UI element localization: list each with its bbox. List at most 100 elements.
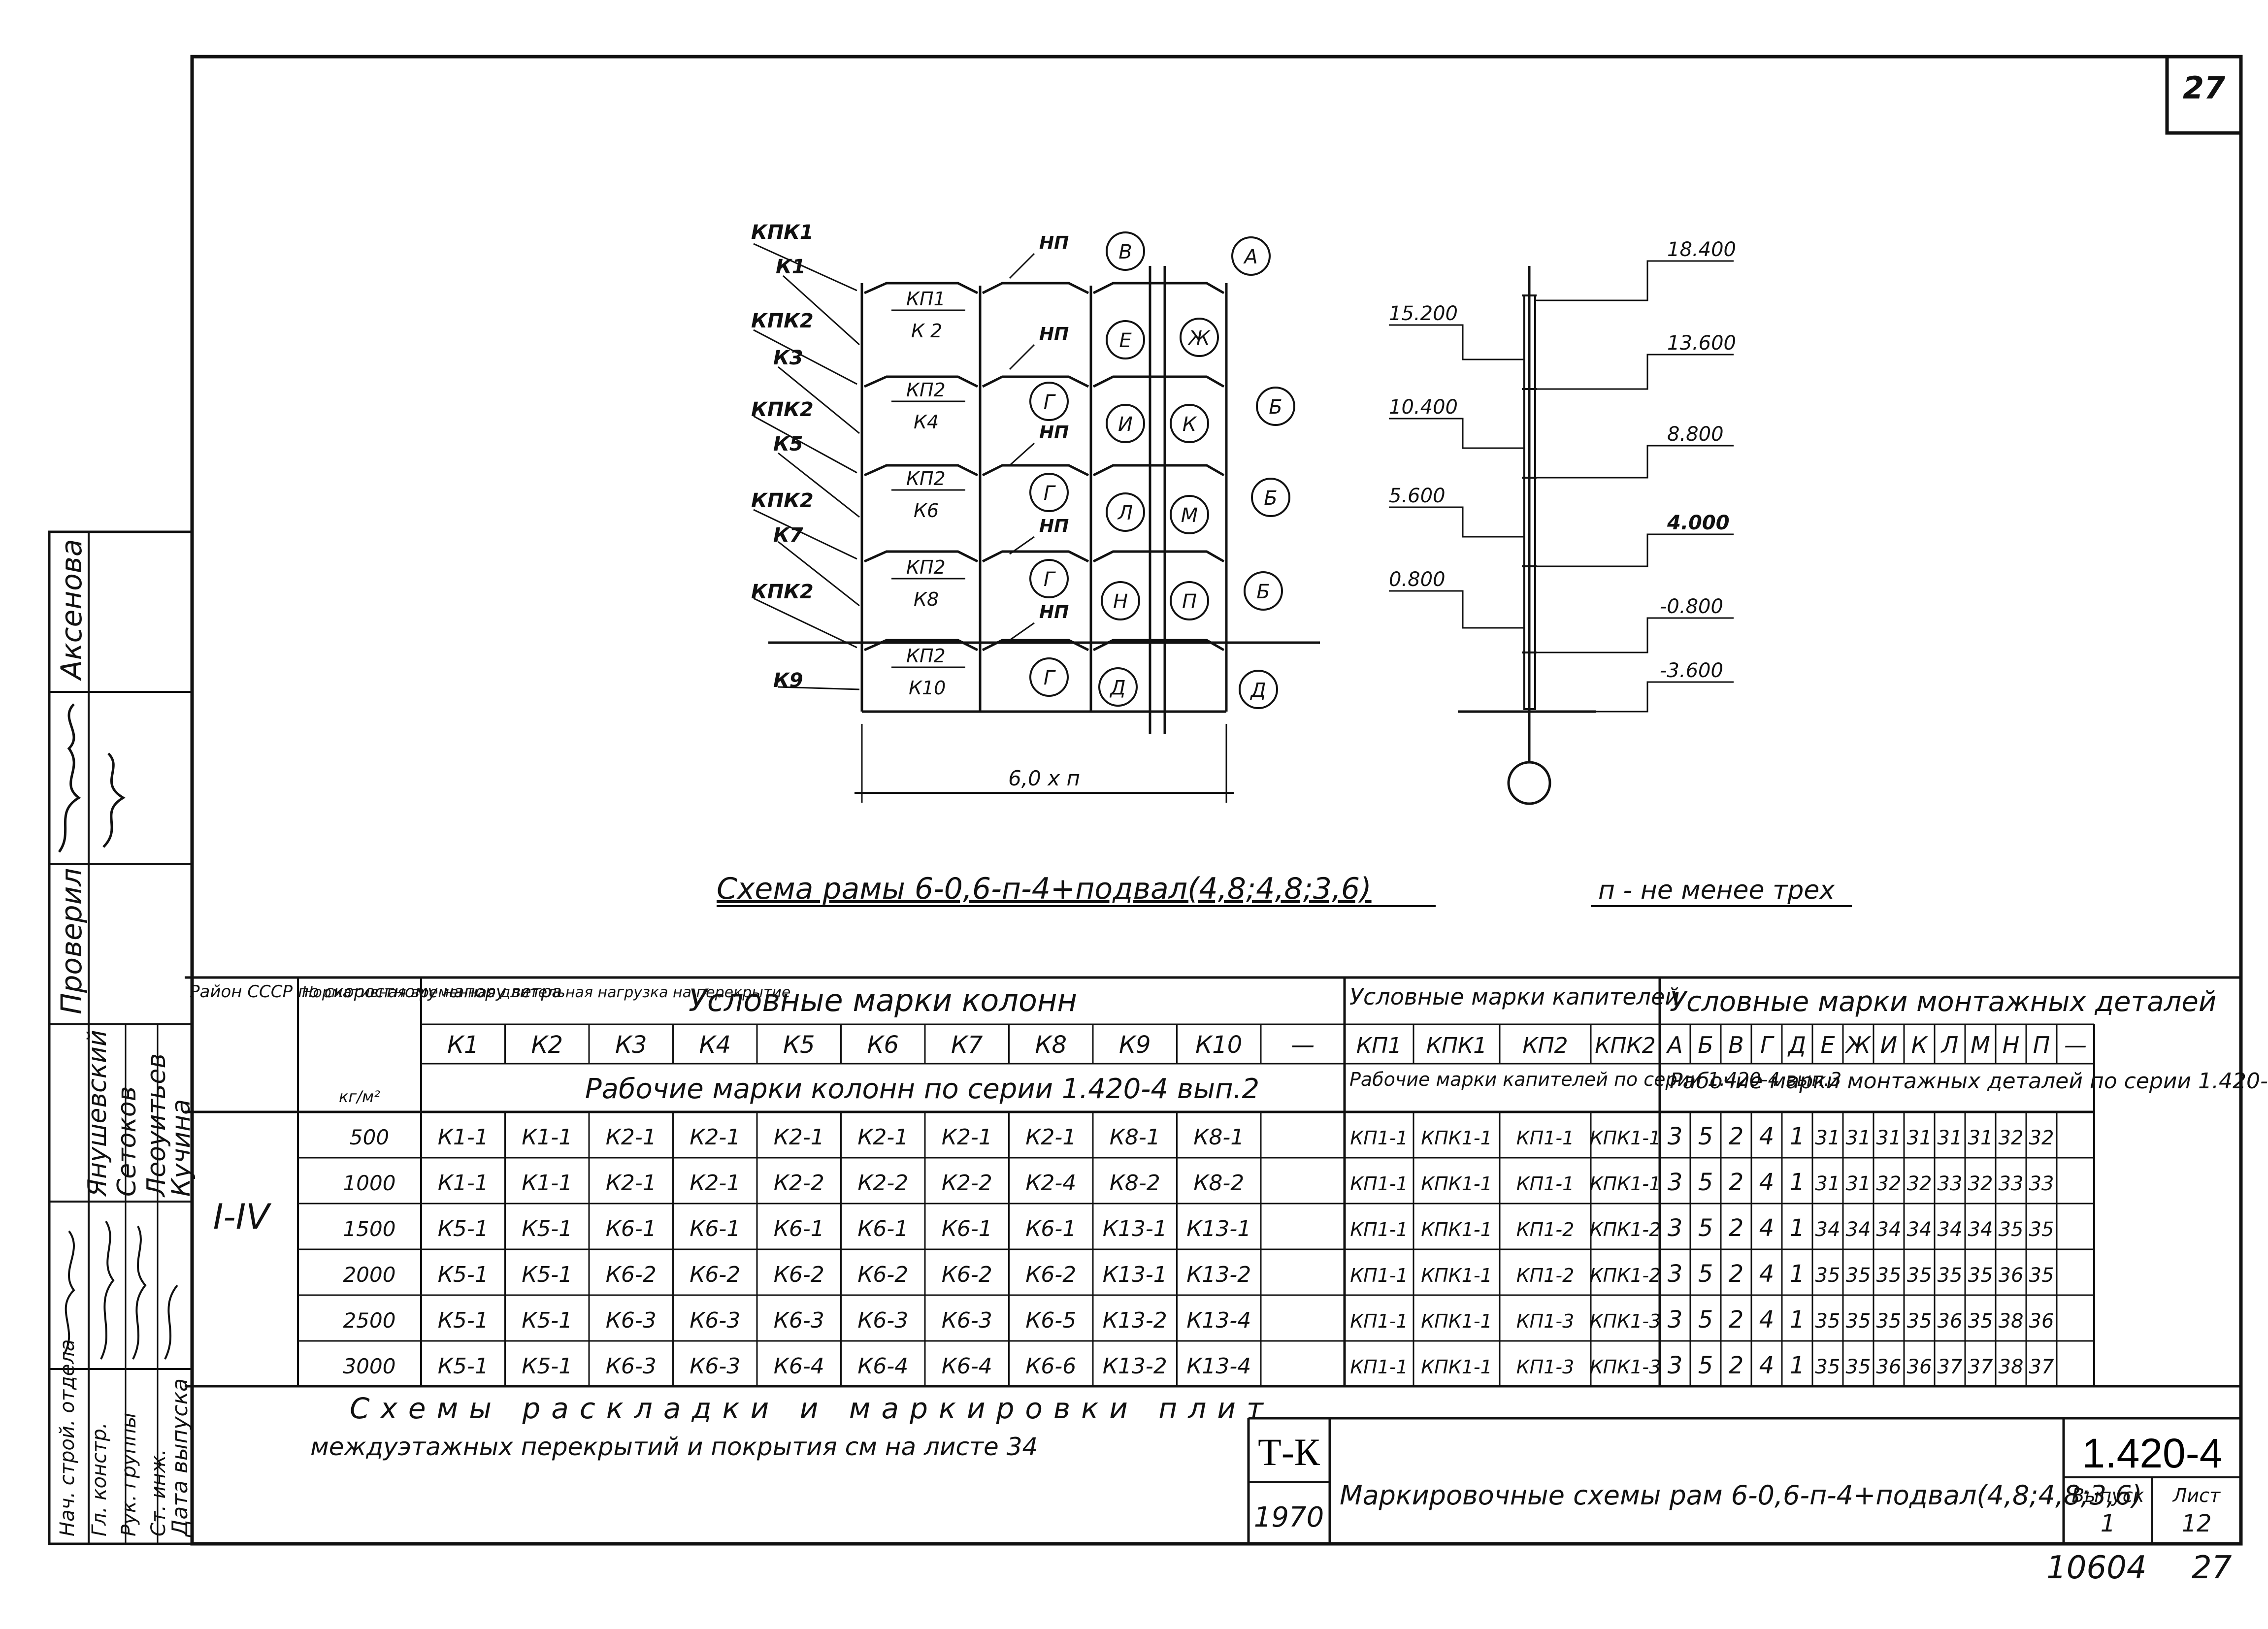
column-mark: К6-3 [942, 1308, 992, 1333]
column-mark: К6-5 [1025, 1308, 1076, 1333]
detail-mark: 5 [1698, 1260, 1713, 1288]
detail-mark: 5 [1698, 1123, 1713, 1150]
cell-k-3: К6 [914, 500, 939, 521]
circle-mark-3: Е [1119, 329, 1132, 352]
capital-mark: КПК1-1 [1421, 1265, 1492, 1286]
column-mark: К1-1 [522, 1125, 572, 1150]
circle-mark-6: Г [1044, 391, 1056, 414]
header-region: Район СССР по скоростному напору ветра [190, 982, 562, 1002]
elev-right-5: -0.800 [1660, 595, 1723, 618]
column-mark: К6-3 [774, 1308, 824, 1333]
detail-mark: 31 [1876, 1127, 1902, 1149]
detail-mark: 34 [1968, 1218, 1993, 1241]
column-code: К8 [1035, 1031, 1067, 1059]
capital-mark: КП1-3 [1516, 1310, 1575, 1332]
column-mark: К6-3 [606, 1308, 657, 1333]
circle-mark-9: Г [1044, 482, 1056, 505]
capital-mark: КПК1-1 [1421, 1173, 1492, 1195]
detail-code: — [2064, 1032, 2087, 1058]
column-mark: К5-1 [522, 1354, 572, 1379]
stamp-role-1: Нач. строй. отдела [56, 1339, 79, 1536]
footnote-line-2: междуэтажных перекрытий и покрытия см на… [310, 1433, 1038, 1461]
load-value: 1500 [343, 1217, 396, 1241]
archive-page: 27 [2192, 1550, 2232, 1586]
detail-mark: 32 [2029, 1127, 2054, 1149]
detail-code: А [1666, 1032, 1682, 1058]
detail-mark: 1 [1790, 1352, 1805, 1379]
elev-right-3: 8.800 [1667, 423, 1724, 446]
column-mark: К6-2 [774, 1262, 824, 1287]
detail-mark: 32 [1876, 1173, 1902, 1195]
detail-mark: 3 [1668, 1306, 1683, 1334]
circle-mark-13: Г [1044, 568, 1056, 591]
detail-mark: 35 [1846, 1310, 1871, 1333]
stamp-role-4: Ст. инж. [147, 1449, 170, 1536]
capital-mark: КП1-1 [1350, 1356, 1408, 1378]
detail-mark: 2 [1729, 1169, 1744, 1196]
column-mark: К6-4 [857, 1354, 908, 1379]
circle-mark-14: Н [1113, 590, 1128, 613]
detail-mark: 36 [1907, 1356, 1932, 1378]
circle-mark-1: В [1118, 241, 1132, 263]
np-label-3: НП [1039, 423, 1069, 443]
column-code: К10 [1195, 1031, 1242, 1059]
elev-left-1: 15.200 [1389, 302, 1458, 325]
detail-mark: 35 [1968, 1310, 1993, 1333]
detail-mark: 31 [1846, 1173, 1871, 1195]
detail-mark: 34 [1876, 1218, 1902, 1241]
column-mark: К2-4 [1025, 1171, 1076, 1196]
column-elevation: 15.200 10.400 5.600 0.800 18.400 13.600 … [1389, 238, 1736, 805]
left-label-6: К5 [773, 433, 803, 456]
sheet-number-box [2165, 55, 2243, 135]
detail-mark: 33 [1938, 1173, 1963, 1195]
detail-mark: 37 [1938, 1356, 1963, 1378]
detail-mark: 32 [1907, 1173, 1932, 1195]
elev-right-4: 4.000 [1667, 512, 1730, 534]
column-mark: К2-1 [690, 1125, 740, 1150]
circle-mark-15: П [1182, 590, 1197, 613]
circle-mark-2: А [1243, 246, 1257, 268]
left-label-2: К1 [776, 256, 806, 278]
column-mark: К6-2 [690, 1262, 740, 1287]
circle-mark-19: Д [1249, 679, 1266, 702]
column-mark: К1-1 [522, 1171, 572, 1196]
capital-code: КП2 [1522, 1033, 1568, 1058]
column-code: К4 [699, 1031, 731, 1059]
column-mark: К13-1 [1186, 1216, 1251, 1241]
scheme-caption: Схема рамы 6-0,6-п-4+подвал(4,8;4,8;3,6) [717, 872, 1372, 906]
column-code: К7 [951, 1031, 983, 1059]
circle-mark-18: Д [1109, 677, 1125, 699]
stamp-sign-checked: Аксенова [55, 539, 88, 682]
left-label-1: КПК1 [751, 221, 814, 244]
circle-mark-16: Б [1256, 581, 1270, 603]
stamp-name-2: Сетоков [112, 1086, 142, 1197]
load-value: 2000 [343, 1263, 396, 1287]
capital-mark: КП1-1 [1350, 1219, 1408, 1240]
load-value: 3000 [343, 1354, 396, 1378]
capital-mark: КП1-2 [1516, 1265, 1575, 1286]
frame-diagram: КПК1 К1 КПК2 К3 КПК2 К5 КПК2 К7 КПК2 К9 … [751, 221, 1320, 803]
cell-kp-3: КП2 [906, 468, 946, 489]
sheet-value: 12 [2181, 1510, 2211, 1537]
column-mark: К2-2 [942, 1171, 992, 1196]
signature-scribbles [63, 1220, 178, 1360]
column-mark: К5-1 [438, 1308, 489, 1333]
left-label-7: КПК2 [751, 489, 814, 512]
header-load: Нормативная временная длительная нагрузк… [302, 984, 790, 1001]
column-mark: К6-2 [942, 1262, 992, 1287]
capital-mark: КП1-2 [1516, 1219, 1575, 1240]
archive-number: 10604 [2046, 1550, 2147, 1586]
detail-mark: 34 [1815, 1218, 1841, 1241]
cell-k-1: К 2 [911, 320, 942, 342]
column-mark: К5-1 [438, 1354, 489, 1379]
column-mark: К5-1 [522, 1308, 572, 1333]
left-label-3: КПК2 [751, 310, 814, 332]
title-block: Т-К 1970 Маркировочные схемы рам 6-0,6-п… [1247, 1417, 2241, 1544]
capital-mark: КП1-3 [1516, 1356, 1575, 1378]
stamp-name-4: Кучина [166, 1099, 196, 1197]
elev-right-2: 13.600 [1667, 332, 1736, 355]
capital-mark: КП1-1 [1350, 1173, 1408, 1195]
detail-code: В [1728, 1032, 1744, 1058]
column-mark: К6-1 [942, 1216, 992, 1241]
series-code: 1.420-4 [2082, 1430, 2223, 1476]
